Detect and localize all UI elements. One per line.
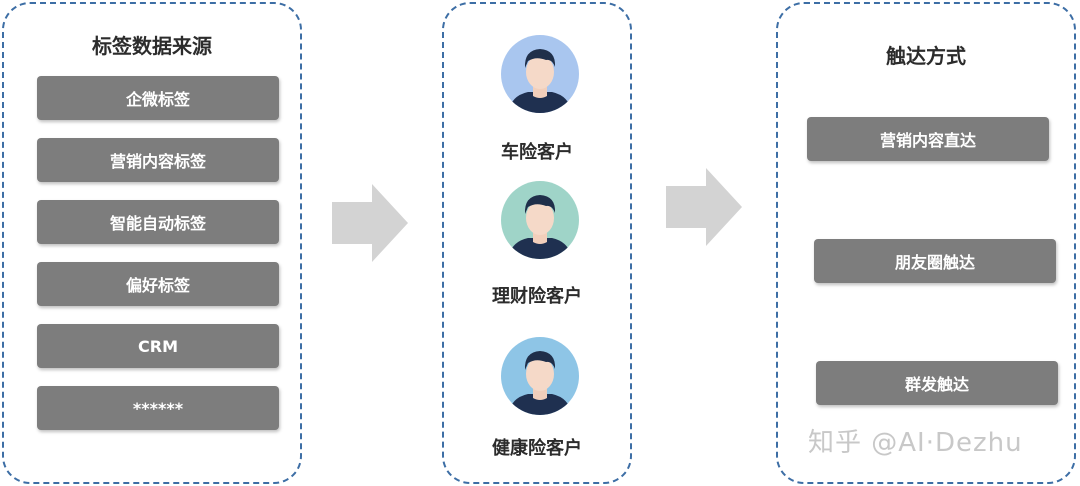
source-item-wecom-tag[interactable]: 企微标签 (37, 76, 279, 120)
source-item-marketing-tag[interactable]: 营销内容标签 (37, 138, 279, 182)
health-insurance-customer-label: 健康险客户 (492, 438, 582, 459)
source-item-more[interactable]: ****** (37, 386, 279, 430)
source-item-preference-tag[interactable]: 偏好标签 (37, 262, 279, 306)
channel-item-moments[interactable]: 朋友圈触达 (814, 239, 1056, 283)
right-arrow-icon (332, 184, 408, 262)
customer-segment-panel: 车险客户 理财险客户 健康险客户 (442, 2, 632, 484)
health-insurance-customer-avatar-icon (501, 337, 579, 415)
car-insurance-customer-avatar-icon (501, 35, 579, 113)
zhihu-watermark: 知乎 @AI·Dezhu (808, 428, 1023, 458)
right-arrow-icon (666, 168, 742, 246)
tag-source-panel: 标签数据来源 企微标签 营销内容标签 智能自动标签 偏好标签 CRM *****… (2, 2, 302, 484)
reach-channel-panel: 触达方式 营销内容直达 朋友圈触达 群发触达 (776, 2, 1076, 484)
source-item-crm[interactable]: CRM (37, 324, 279, 368)
source-item-smart-auto-tag[interactable]: 智能自动标签 (37, 200, 279, 244)
tag-source-title: 标签数据来源 (92, 34, 212, 58)
car-insurance-customer-label: 车险客户 (501, 142, 573, 163)
wealth-insurance-customer-avatar-icon (501, 181, 579, 259)
reach-channel-title: 触达方式 (886, 44, 966, 68)
channel-item-group-message[interactable]: 群发触达 (816, 361, 1058, 405)
wealth-insurance-customer-label: 理财险客户 (492, 286, 582, 307)
channel-item-marketing-direct[interactable]: 营销内容直达 (807, 117, 1049, 161)
